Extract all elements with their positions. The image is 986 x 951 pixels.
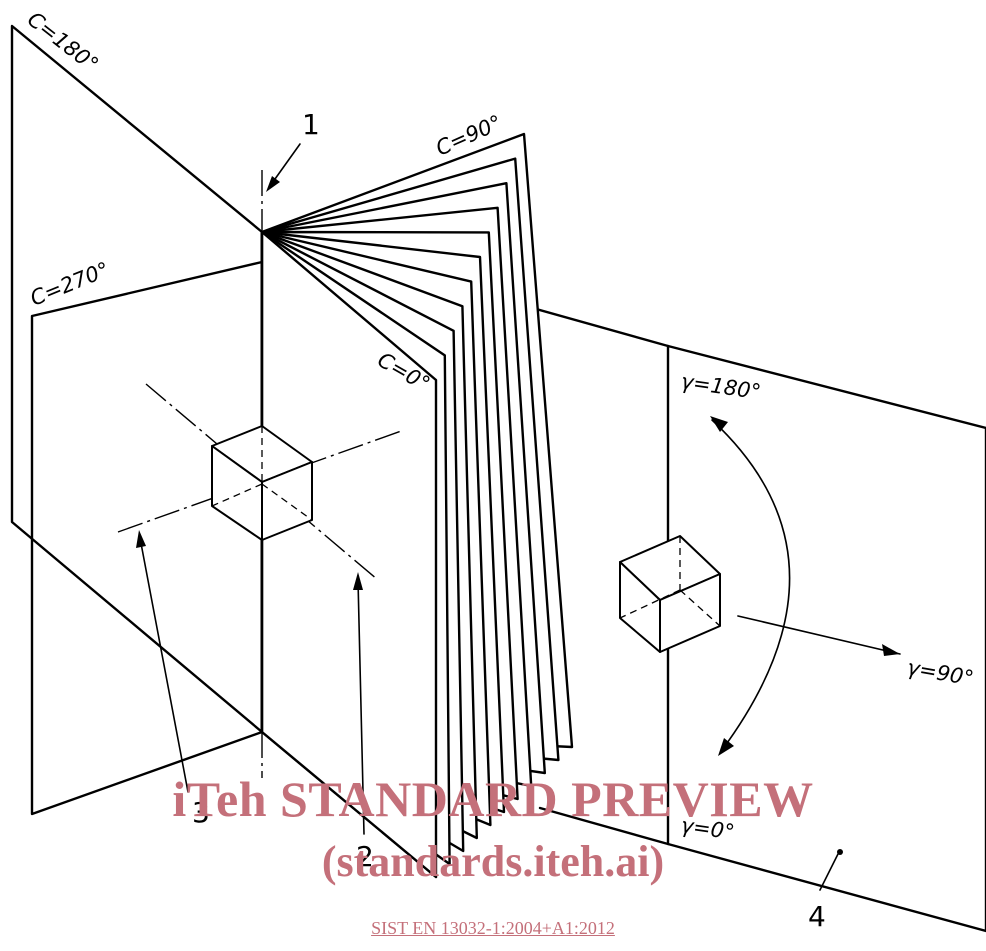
- callout-4-leader: [819, 853, 839, 891]
- standard-link[interactable]: SIST EN 13032-1:2004+A1:2012: [371, 918, 615, 938]
- watermark-subtitle: (standards.iteh.ai): [321, 837, 665, 886]
- plane-c270-edge: [30, 260, 264, 816]
- luminaire-cube-right: [619, 535, 901, 656]
- c-plane-fan: [260, 132, 574, 879]
- axis-3: [117, 429, 405, 533]
- gamma-arc-arrow-top: [710, 416, 728, 432]
- floor-line-right: [538, 806, 670, 846]
- plane-c180-c270: [10, 24, 264, 734]
- callout-2-leader: [357, 579, 365, 835]
- gamma-arc-arrow-bottom: [718, 738, 734, 756]
- gamma-plane: [666, 344, 986, 933]
- callout-2: 2: [356, 840, 374, 873]
- callout-1: 1: [302, 108, 320, 141]
- luminaire-cube-left: [117, 383, 405, 581]
- axis-2: [145, 383, 379, 581]
- callout-4-dot: [837, 849, 843, 855]
- gamma-arc: [711, 419, 791, 751]
- callout-4: 4: [808, 900, 826, 933]
- callout-3: 3: [192, 796, 210, 829]
- watermark-title: iTeh STANDARD PREVIEW: [172, 771, 814, 827]
- callout-3-leader: [139, 537, 189, 793]
